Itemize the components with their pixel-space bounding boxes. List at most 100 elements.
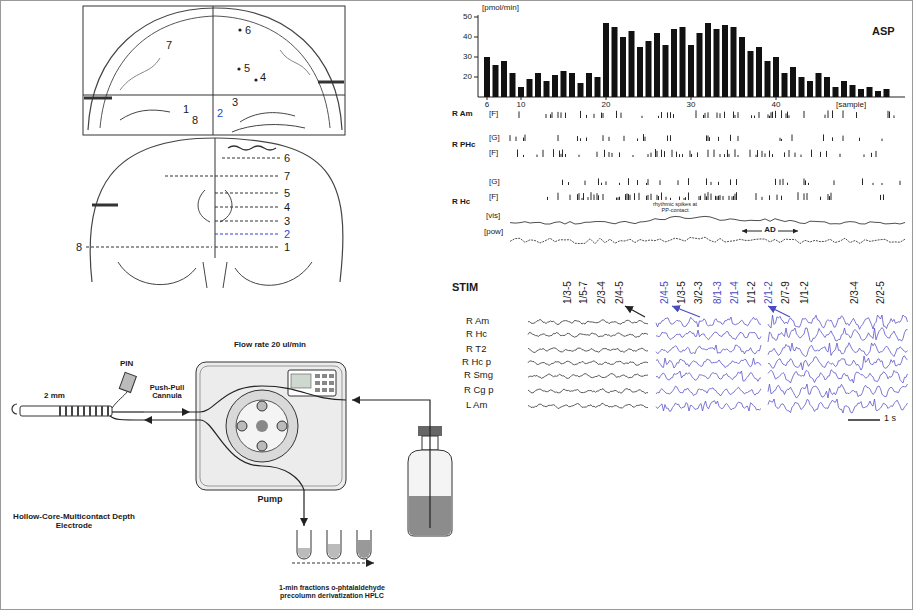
row-label: [F] bbox=[489, 110, 498, 118]
eeg-trace bbox=[768, 370, 908, 383]
bar bbox=[875, 91, 881, 97]
channel-label: R PHc bbox=[452, 141, 476, 149]
spike-ticks bbox=[510, 134, 882, 141]
spike-ticks bbox=[548, 192, 884, 200]
axis-tick-label: 20 bbox=[463, 73, 472, 81]
pump-screen bbox=[291, 374, 311, 388]
bar bbox=[858, 89, 864, 97]
callout-number: 3 bbox=[232, 97, 238, 108]
bar bbox=[569, 73, 575, 97]
bar bbox=[629, 31, 635, 97]
bar bbox=[501, 61, 507, 97]
axis-ticks bbox=[487, 97, 776, 100]
spike-ticks bbox=[563, 178, 901, 185]
pump-tubing bbox=[190, 386, 346, 412]
leader-line bbox=[165, 176, 280, 177]
channel-label: R Cg p bbox=[464, 385, 494, 395]
eeg-trace bbox=[656, 358, 761, 368]
hippocampus-line bbox=[232, 125, 305, 132]
midline bbox=[215, 138, 216, 258]
bar bbox=[833, 87, 839, 97]
tube-sample bbox=[298, 548, 310, 558]
depth-electrode bbox=[84, 97, 112, 100]
bar bbox=[663, 45, 669, 97]
axis-ticks bbox=[474, 17, 478, 77]
bar bbox=[816, 73, 822, 97]
leader-line bbox=[215, 234, 280, 235]
eeg-trace bbox=[768, 384, 908, 398]
bar bbox=[748, 51, 754, 97]
electrode-node: Hollow-Core-Multicontact Depth Electrode bbox=[4, 372, 144, 532]
sulcus-line bbox=[280, 50, 310, 75]
stim-label: 2/4-5 bbox=[660, 281, 670, 304]
stim-label: 1/5-7 bbox=[579, 281, 589, 304]
chart-title: ASP bbox=[872, 26, 895, 37]
scale-bar bbox=[848, 419, 880, 421]
channel-label: R Smg bbox=[464, 370, 493, 380]
callout-number: 2 bbox=[217, 108, 223, 119]
axis-tick-label: 40 bbox=[772, 101, 781, 109]
pump-node: Flow rate 20 ul/minPump bbox=[190, 340, 350, 506]
bar bbox=[722, 25, 728, 97]
strip-electrode bbox=[228, 146, 276, 150]
trace-line bbox=[510, 237, 905, 244]
bar bbox=[867, 87, 873, 97]
bar bbox=[688, 45, 694, 97]
temporal-lobe-line bbox=[235, 262, 312, 285]
channel-label: R Hc p bbox=[462, 357, 491, 367]
stim-label: 2/3-4 bbox=[597, 281, 607, 304]
ventricle-line bbox=[220, 190, 232, 222]
bar bbox=[518, 87, 524, 97]
head-outline bbox=[90, 138, 343, 282]
callout-number: 1 bbox=[183, 104, 189, 115]
tube-sample bbox=[358, 540, 370, 558]
hippocampus-line bbox=[240, 113, 295, 122]
axis-unit: [sample] bbox=[836, 101, 866, 109]
tube-connector bbox=[144, 411, 190, 412]
pump-body bbox=[196, 362, 346, 490]
pump-panel bbox=[200, 366, 342, 486]
leader-line bbox=[215, 193, 280, 194]
contact-dot bbox=[254, 78, 257, 81]
channel-label: R Am bbox=[466, 316, 489, 326]
crosshair-line bbox=[83, 95, 345, 96]
callout-number: 4 bbox=[284, 202, 290, 213]
cannula-tube bbox=[112, 411, 144, 412]
brain-outline bbox=[100, 16, 330, 128]
bar bbox=[841, 81, 847, 97]
leader-line bbox=[215, 207, 280, 208]
bar bbox=[739, 37, 745, 97]
pump-tubing bbox=[190, 420, 304, 506]
node-label: Hollow-Core-Multicontact Depth Electrode bbox=[12, 512, 136, 530]
eeg-trace bbox=[768, 328, 908, 343]
bar bbox=[510, 73, 516, 97]
bar bbox=[603, 23, 609, 97]
pump-roller bbox=[237, 421, 247, 431]
eeg-trace bbox=[656, 401, 761, 412]
bar bbox=[527, 79, 533, 97]
bar bbox=[612, 27, 618, 97]
bar bbox=[773, 57, 779, 97]
bar bbox=[884, 89, 890, 97]
stim-label: 1/1-2 bbox=[800, 281, 810, 304]
bar bbox=[765, 61, 771, 97]
pump-rotor bbox=[226, 390, 298, 462]
test-tube bbox=[327, 530, 341, 559]
bar bbox=[561, 71, 567, 97]
bar bbox=[824, 77, 830, 97]
bar bbox=[552, 75, 558, 97]
callout-number: 2 bbox=[284, 229, 290, 240]
fraction-collector: 1-min fractions o-phtalaldehyde precolum… bbox=[272, 526, 392, 602]
axis-tick-label: 6 bbox=[485, 101, 489, 109]
cannula-tube bbox=[110, 416, 144, 420]
callout-number: 8 bbox=[192, 115, 198, 126]
stim-label: 2/1-2 bbox=[764, 281, 774, 304]
bar bbox=[680, 27, 686, 97]
callout-number: 4 bbox=[260, 72, 266, 83]
bar bbox=[799, 77, 805, 97]
leader-line bbox=[86, 247, 212, 248]
row-label: [G] bbox=[489, 178, 500, 186]
bar bbox=[544, 81, 550, 97]
bar bbox=[493, 65, 499, 97]
